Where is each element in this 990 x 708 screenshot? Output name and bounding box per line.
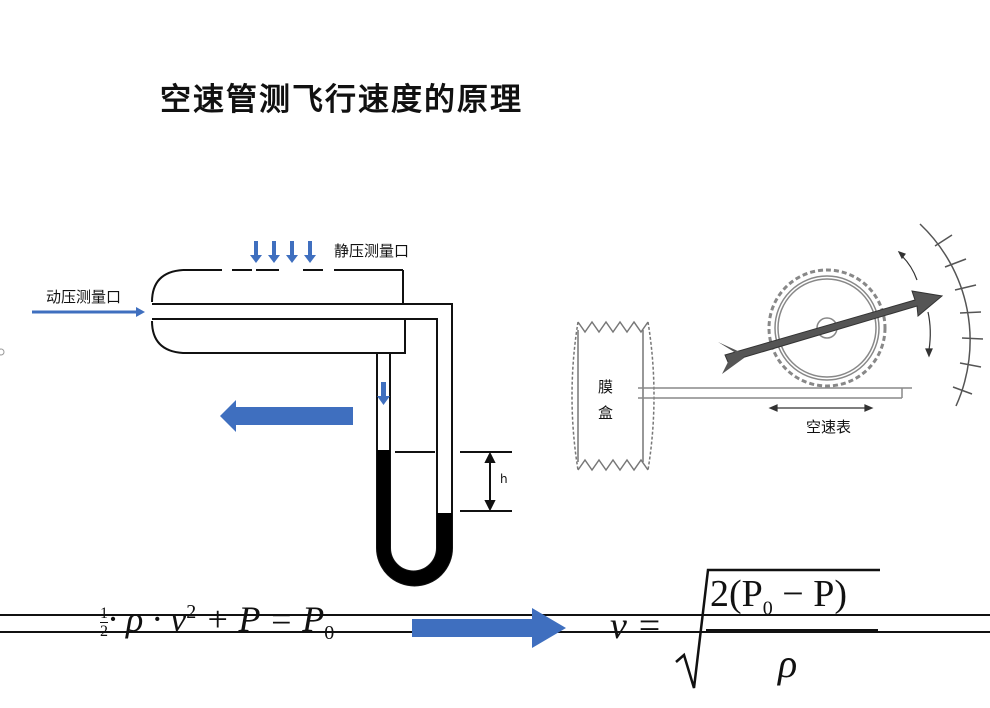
- fraction-numerator: 1: [100, 605, 108, 623]
- capsule-label-1: 膜: [598, 378, 614, 396]
- dynamic-pressure-arrow: [32, 307, 145, 317]
- height-label: h: [500, 472, 508, 486]
- bernoulli-equation: 1 2 · ρ · v2 + P = P0: [100, 598, 334, 645]
- capsule: [571, 320, 655, 472]
- square-exponent: 2: [186, 601, 197, 623]
- dynamic-port-label: 动压测量口: [46, 288, 122, 306]
- numerator-start: 2(P: [710, 573, 763, 615]
- stray-circle: [0, 348, 5, 356]
- equation-terms: · ρ · v: [108, 599, 187, 639]
- numerator-tail: − P): [772, 573, 848, 615]
- static-pressure-arrows: [250, 241, 316, 263]
- capsule-label-2: 盒: [598, 404, 614, 422]
- fraction-denominator: 2: [100, 622, 108, 641]
- flight-direction-arrow: [220, 400, 353, 432]
- airspeed-indicator-label: 空速表: [806, 418, 852, 436]
- airspeed-range-arrow: [768, 404, 874, 412]
- velocity-denominator: ρ: [778, 641, 798, 686]
- manometer-liquid: [377, 450, 452, 586]
- p0-subscript: 0: [324, 622, 335, 645]
- dial-scale: [919, 223, 984, 407]
- rotation-arrows: [897, 250, 933, 358]
- numerator-subscript: 0: [762, 597, 773, 620]
- velocity-lhs: v =: [610, 605, 663, 647]
- small-down-arrow: [377, 382, 390, 405]
- sqrt-sign: [675, 568, 880, 689]
- height-marker: [395, 451, 512, 512]
- implies-arrow: [412, 608, 566, 648]
- pitot-tube: [151, 269, 453, 587]
- page-title: 空速管测飞行速度的原理: [160, 82, 523, 118]
- velocity-numerator: 2(P0 − P): [710, 572, 847, 621]
- rack-rod: [638, 387, 912, 399]
- pointer-needle: [718, 290, 944, 374]
- static-port-label: 静压测量口: [334, 242, 410, 260]
- equation-tail: + P = P: [196, 599, 325, 639]
